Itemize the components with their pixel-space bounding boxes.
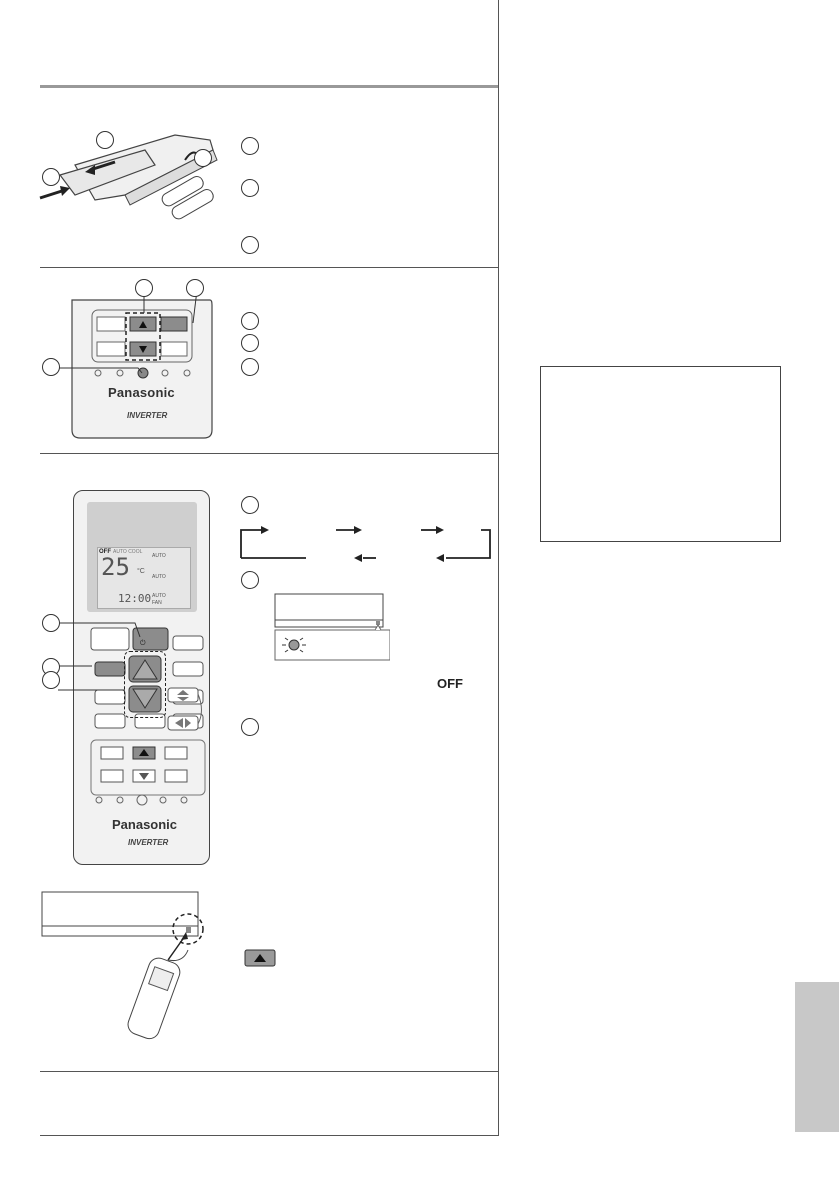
swing-buttons: [167, 687, 202, 731]
step-marker-3: [241, 236, 259, 254]
step-marker-7: [241, 496, 259, 514]
indoor-unit-indicator-diagram: [274, 593, 390, 661]
section-divider-2: [40, 453, 498, 454]
step-marker-1-illustration: [42, 168, 60, 186]
remote-partial-illustration: [58, 289, 213, 439]
lcd-screen: [97, 547, 191, 609]
lcd-temp-unit: °C: [137, 568, 145, 575]
step-marker-1: [241, 137, 259, 155]
remote-pointing-illustration: [41, 891, 204, 1040]
step-marker-5: [241, 334, 259, 352]
step-marker-2-illustration: [96, 131, 114, 149]
temp-down-icon[interactable]: [128, 685, 162, 713]
lcd-fan: FAN: [152, 600, 162, 606]
step-marker-f: [42, 671, 60, 689]
brand-logo: Panasonic: [108, 385, 175, 400]
step-marker-6: [241, 358, 259, 376]
pointer-lines: [58, 622, 141, 691]
battery-icon: [161, 176, 214, 220]
step-marker-b: [186, 279, 204, 297]
section-divider-1: [40, 267, 498, 268]
step-marker-9: [241, 718, 259, 736]
remote-icon: [127, 957, 181, 1040]
lcd-auto-swing-v: AUTO: [152, 553, 166, 559]
battery-install-illustration: [39, 134, 218, 220]
right-column-border: [498, 0, 499, 1136]
lcd-mode-row: AUTO COOL: [113, 549, 143, 555]
temp-up-icon[interactable]: [128, 655, 162, 683]
step-marker-8: [241, 571, 259, 589]
section-divider-3: [40, 1071, 498, 1072]
inverter-logo: INVERTER: [127, 411, 168, 420]
section-divider-4: [40, 1135, 498, 1136]
indicator-lamp-icon: [282, 637, 306, 653]
step-marker-3-illustration: [194, 149, 212, 167]
inverter-logo-full-remote: INVERTER: [128, 838, 169, 847]
mode-cycle-diagram: [240, 526, 491, 562]
temp-buttons-dashed-frame: [124, 651, 166, 718]
step-marker-a: [135, 279, 153, 297]
lcd-auto-swing-h: AUTO: [152, 574, 166, 580]
header-divider: [40, 85, 498, 88]
power-icon[interactable]: ⏻: [140, 640, 146, 647]
step-marker-c: [42, 358, 60, 376]
step-marker-d: [42, 614, 60, 632]
lcd-temperature: 25: [101, 553, 130, 581]
note-box: [540, 366, 781, 542]
side-tab: [795, 982, 839, 1132]
step-marker-4: [241, 312, 259, 330]
lcd-auto-fan: AUTO: [152, 593, 166, 599]
brand-logo-full-remote: Panasonic: [112, 817, 178, 832]
lcd-clock: 12:00: [118, 592, 152, 605]
off-label: OFF: [437, 676, 463, 691]
arrow-up-icon: [244, 949, 276, 967]
lcd-off-label: OFF: [99, 549, 111, 555]
step-marker-2: [241, 179, 259, 197]
